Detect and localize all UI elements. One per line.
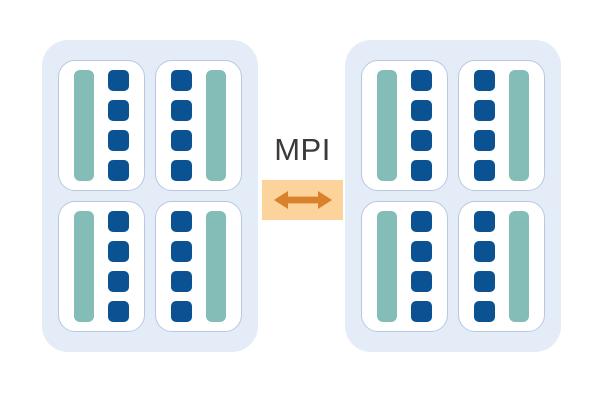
- double-headed-arrow-icon: [273, 191, 332, 209]
- mpi-link: MPI: [262, 128, 343, 220]
- cpu-core: [171, 100, 192, 121]
- socket-card: [58, 201, 145, 332]
- cpu-core: [474, 301, 495, 322]
- core-stack: [171, 70, 192, 181]
- cpu-core: [171, 160, 192, 181]
- cpu-core: [108, 130, 129, 151]
- cpu-core: [171, 271, 192, 292]
- cpu-core: [474, 70, 495, 91]
- cpu-core: [411, 271, 432, 292]
- cpu-core: [171, 301, 192, 322]
- cpu-core: [411, 70, 432, 91]
- cpu-core: [108, 271, 129, 292]
- cpu-core: [108, 301, 129, 322]
- cpu-core: [171, 70, 192, 91]
- core-stack: [474, 70, 495, 181]
- cpu-core: [108, 241, 129, 262]
- cpu-core: [411, 100, 432, 121]
- cpu-core: [474, 241, 495, 262]
- core-stack: [171, 211, 192, 322]
- cpu-core: [411, 211, 432, 232]
- socket-card: [155, 201, 242, 332]
- cpu-core: [474, 100, 495, 121]
- memory-bar: [509, 211, 529, 322]
- cpu-core: [171, 241, 192, 262]
- socket-card: [458, 201, 545, 332]
- cpu-core: [474, 271, 495, 292]
- cpu-core: [411, 130, 432, 151]
- cpu-core: [108, 70, 129, 91]
- socket-card: [58, 60, 145, 191]
- memory-bar: [206, 70, 226, 181]
- mpi-band: [262, 180, 343, 220]
- core-stack: [108, 70, 129, 181]
- node-panel-right: [345, 40, 561, 352]
- mpi-label: MPI: [274, 132, 331, 167]
- core-stack: [108, 211, 129, 322]
- cpu-core: [474, 130, 495, 151]
- cpu-core: [411, 160, 432, 181]
- core-stack: [411, 211, 432, 322]
- memory-bar: [74, 70, 94, 181]
- memory-bar: [377, 211, 397, 322]
- cpu-core: [171, 211, 192, 232]
- memory-bar: [509, 70, 529, 181]
- cpu-core: [108, 100, 129, 121]
- core-stack: [411, 70, 432, 181]
- cpu-core: [411, 301, 432, 322]
- memory-bar: [206, 211, 226, 322]
- cpu-core: [411, 241, 432, 262]
- memory-bar: [377, 70, 397, 181]
- memory-bar: [74, 211, 94, 322]
- cpu-core: [108, 160, 129, 181]
- socket-card: [361, 201, 448, 332]
- cpu-core: [171, 130, 192, 151]
- cpu-core: [474, 160, 495, 181]
- socket-card: [155, 60, 242, 191]
- socket-card: [458, 60, 545, 191]
- cpu-core: [108, 211, 129, 232]
- socket-card: [361, 60, 448, 191]
- core-stack: [474, 211, 495, 322]
- cpu-core: [474, 211, 495, 232]
- node-panel-left: [42, 40, 258, 352]
